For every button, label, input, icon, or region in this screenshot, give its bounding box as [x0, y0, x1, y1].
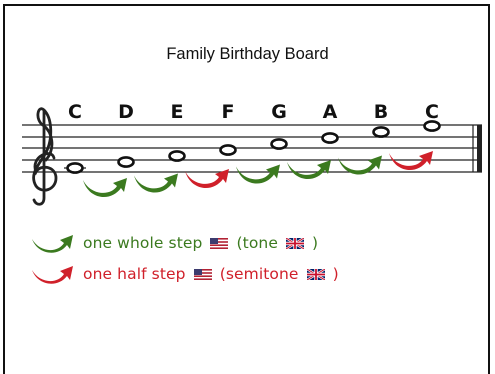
legend-whole-label: one whole step	[83, 234, 203, 252]
whole-note	[270, 138, 288, 150]
whole-note	[372, 126, 390, 138]
whole-step-arrow	[83, 178, 127, 198]
uk-flag-icon	[286, 238, 305, 249]
note-letter: G	[271, 101, 287, 123]
note-letter: C	[425, 101, 439, 123]
note-letter: E	[171, 101, 184, 123]
whole-note	[219, 144, 237, 156]
half-step-arrow	[185, 169, 229, 189]
half-step-arrow	[389, 151, 433, 171]
legend-half-step: one half step (semitone )	[30, 262, 339, 286]
board-frame	[3, 4, 490, 374]
whole-note	[117, 156, 135, 168]
us-flag-icon	[210, 238, 229, 249]
whole-note	[423, 120, 441, 132]
music-staff	[22, 124, 482, 173]
end-barline	[477, 125, 482, 172]
red-arrow-icon	[32, 266, 73, 284]
page-title: Family Birthday Board	[166, 45, 329, 63]
legend-half-label: one half step	[83, 265, 186, 283]
legend-whole-alt: (tone	[236, 234, 278, 252]
legend-half-close: )	[332, 265, 339, 283]
whole-note	[66, 162, 84, 174]
whole-step-arrow	[287, 160, 331, 180]
green-arrow-icon	[32, 235, 73, 253]
whole-step-arrow	[134, 173, 178, 193]
uk-flag-icon	[306, 269, 325, 280]
legend-whole-close: )	[312, 234, 319, 252]
whole-step-arrow	[236, 164, 280, 184]
note-letter: C	[68, 101, 82, 123]
treble-clef-icon	[32, 107, 58, 206]
note-letter: D	[118, 101, 134, 123]
legend-whole-step: one whole step (tone )	[30, 231, 318, 255]
whole-step-arrow	[338, 155, 382, 175]
note-letter: A	[323, 101, 338, 123]
note-letter: F	[222, 101, 235, 123]
whole-note	[321, 132, 339, 144]
us-flag-icon	[193, 269, 212, 280]
whole-note	[168, 150, 186, 162]
legend-half-alt: (semitone	[219, 265, 299, 283]
note-letter: B	[374, 101, 388, 123]
